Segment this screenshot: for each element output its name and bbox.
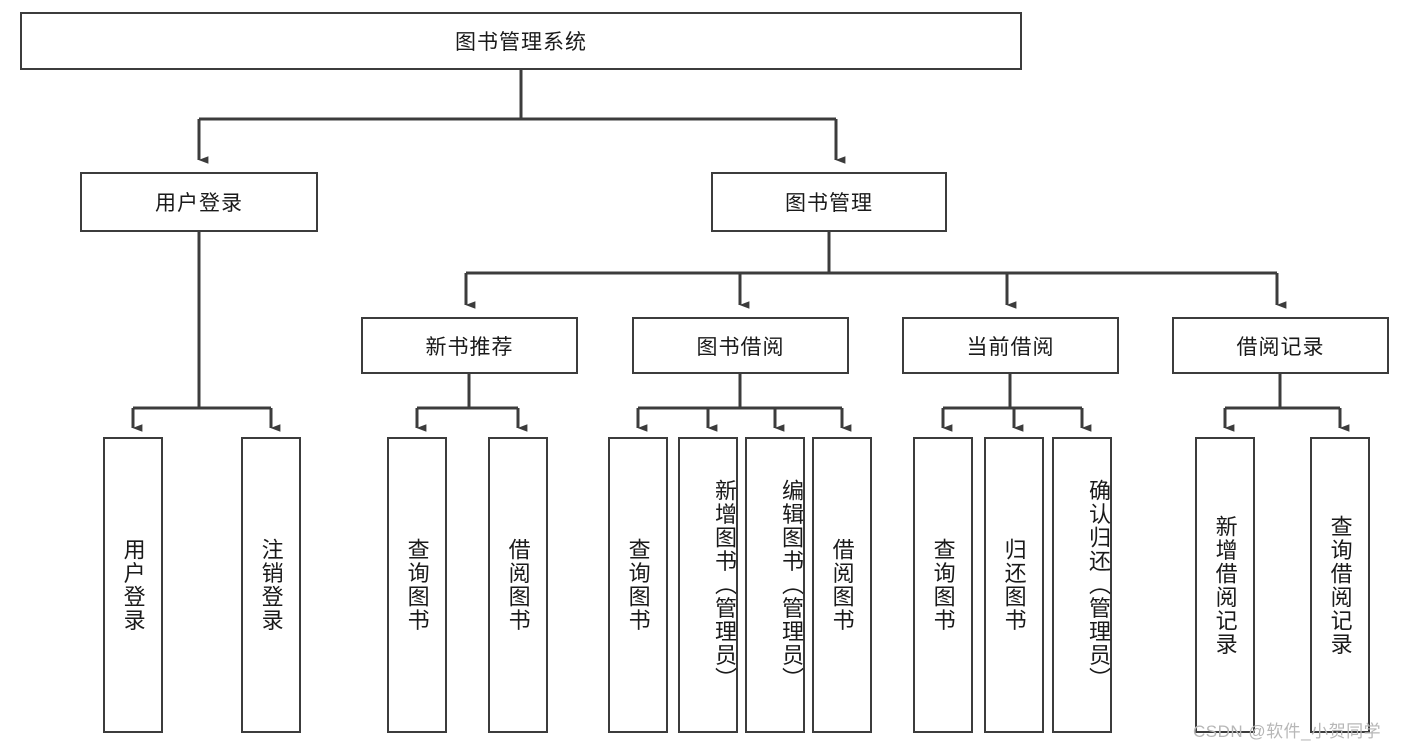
node-label: 用户登录 (155, 192, 243, 215)
node-label: 查询图书 (930, 538, 956, 632)
node-label: 新增图书（管理员） (712, 479, 737, 691)
node-label: 图书借阅 (696, 335, 785, 359)
leaf-user-login[interactable]: 用户登录 (103, 437, 163, 733)
node-root-system[interactable]: 图书管理系统 (20, 12, 1022, 70)
node-label: 图书管理 (785, 192, 873, 215)
node-book-borrow[interactable]: 图书借阅 (632, 317, 849, 374)
node-label: 查询图书 (404, 538, 430, 632)
node-label: 新书推荐 (425, 335, 514, 359)
node-book-management[interactable]: 图书管理 (711, 172, 947, 232)
node-label: 借阅图书 (505, 538, 531, 632)
node-user-login[interactable]: 用户登录 (80, 172, 318, 232)
node-label: 借阅记录 (1236, 335, 1325, 359)
csdn-watermark: CSDN @软件_小贺同学 (1193, 722, 1382, 741)
leaf-borrow-query-book[interactable]: 查询图书 (608, 437, 668, 733)
node-label: 归还图书 (1001, 538, 1027, 632)
node-label: 借阅图书 (829, 538, 855, 632)
leaf-current-confirm-return[interactable]: 确认归还（管理员） (1052, 437, 1112, 733)
node-label: 编辑图书（管理员） (779, 479, 804, 691)
leaf-record-query[interactable]: 查询借阅记录 (1310, 437, 1370, 733)
node-label: 注销登录 (258, 538, 284, 632)
node-label: 图书管理系统 (455, 31, 587, 54)
leaf-recommend-borrow-book[interactable]: 借阅图书 (488, 437, 548, 733)
node-label: 新增借阅记录 (1212, 514, 1238, 656)
leaf-record-add[interactable]: 新增借阅记录 (1195, 437, 1255, 733)
leaf-recommend-query-book[interactable]: 查询图书 (387, 437, 447, 733)
leaf-borrow-edit-book[interactable]: 编辑图书（管理员） (745, 437, 805, 733)
node-borrow-record[interactable]: 借阅记录 (1172, 317, 1389, 374)
leaf-current-query-book[interactable]: 查询图书 (913, 437, 973, 733)
leaf-current-return-book[interactable]: 归还图书 (984, 437, 1044, 733)
node-label: 查询图书 (625, 538, 651, 632)
node-current-borrow[interactable]: 当前借阅 (902, 317, 1119, 374)
leaf-borrow-add-book[interactable]: 新增图书（管理员） (678, 437, 738, 733)
node-new-book-recommend[interactable]: 新书推荐 (361, 317, 578, 374)
node-label: 查询借阅记录 (1327, 514, 1353, 656)
leaf-logout-login[interactable]: 注销登录 (241, 437, 301, 733)
node-label: 当前借阅 (966, 335, 1055, 359)
node-label: 确认归还（管理员） (1086, 479, 1111, 691)
node-label: 用户登录 (120, 538, 146, 632)
leaf-borrow-borrow-book[interactable]: 借阅图书 (812, 437, 872, 733)
